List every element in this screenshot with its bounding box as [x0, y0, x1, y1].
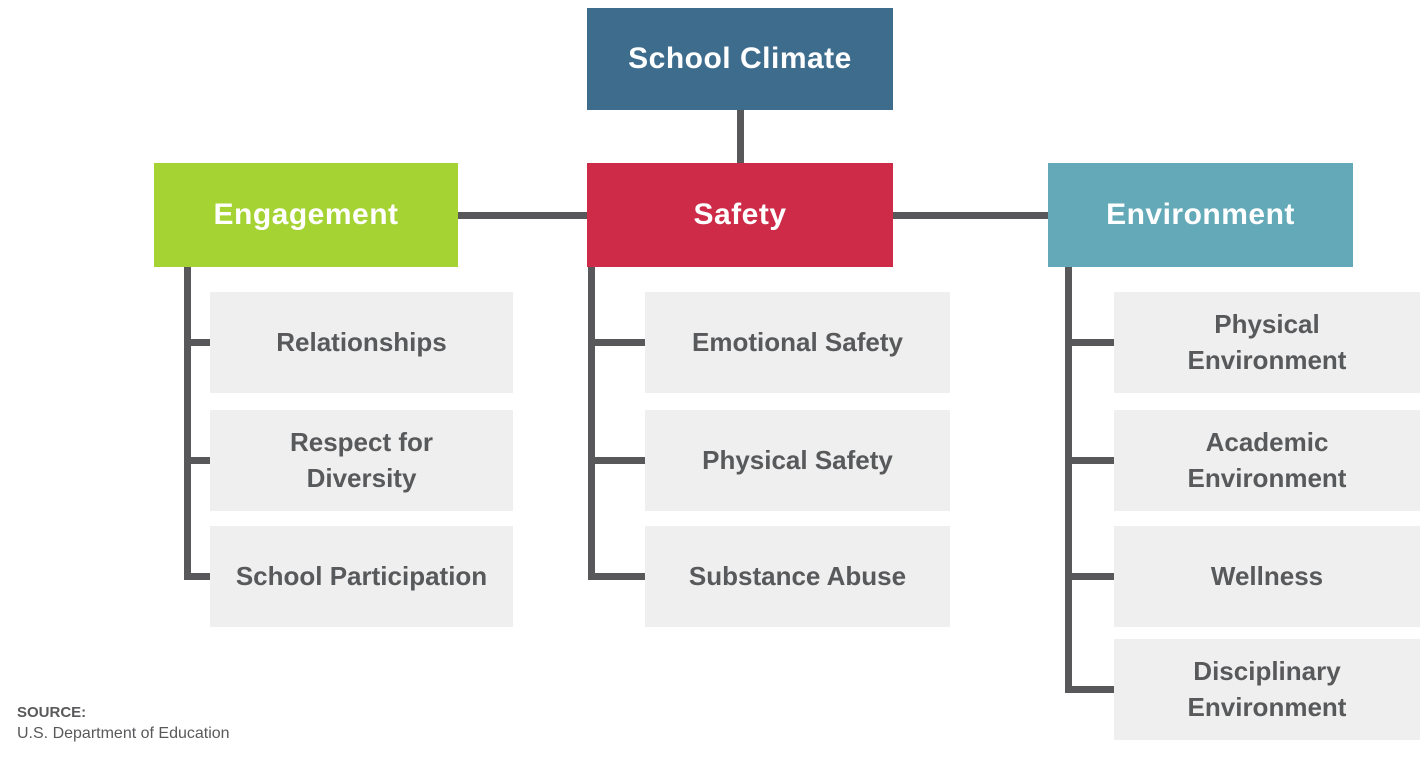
- child-node-label: Respect for Diversity: [289, 427, 434, 493]
- root-node-label: School Climate: [628, 42, 852, 75]
- child-node-label: Wellness: [1210, 560, 1324, 591]
- child-node-label: Relationships: [276, 326, 447, 357]
- branch-header-label: Environment: [1106, 198, 1295, 231]
- connector-root-to-safety: [736, 110, 744, 163]
- child-node-label: Emotional Safety: [692, 326, 903, 357]
- connector-branch-vline-engagement: [184, 266, 191, 580]
- source-label: SOURCE:: [17, 704, 87, 721]
- source-note: SOURCE: U.S. Department of Education: [17, 702, 230, 745]
- child-node-label: Academic Environment: [1187, 427, 1347, 493]
- connector-header-gap-1: [892, 212, 1048, 219]
- connector-branch-vline-safety: [588, 266, 595, 580]
- child-node: School Participation: [210, 526, 513, 627]
- child-node-label: Substance Abuse: [688, 560, 907, 591]
- connector-stub-safety-1: [588, 457, 645, 464]
- root-node-school-climate: School Climate: [587, 8, 893, 110]
- branch-header-environment: Environment: [1048, 163, 1353, 267]
- child-node-label: Physical Safety: [702, 444, 893, 475]
- child-node: Substance Abuse: [645, 526, 950, 627]
- child-node: Physical Safety: [645, 410, 950, 511]
- branch-header-label: Safety: [693, 198, 787, 231]
- source-text: U.S. Department of Education: [17, 725, 230, 742]
- branch-header-engagement: Engagement: [154, 163, 458, 267]
- child-node: Wellness: [1114, 526, 1420, 627]
- child-node: Disciplinary Environment: [1114, 639, 1420, 740]
- child-node: Academic Environment: [1114, 410, 1420, 511]
- child-node-label: Physical Environment: [1187, 309, 1347, 375]
- child-node: Emotional Safety: [645, 292, 950, 393]
- connector-stub-environment-3: [1065, 686, 1114, 693]
- child-node: Respect for Diversity: [210, 410, 513, 511]
- connector-header-gap-0: [458, 212, 587, 219]
- branch-header-label: Engagement: [213, 198, 399, 231]
- child-node: Relationships: [210, 292, 513, 393]
- connector-stub-engagement-2: [184, 573, 210, 580]
- connector-stub-environment-1: [1065, 457, 1114, 464]
- connector-stub-engagement-1: [184, 457, 210, 464]
- connector-stub-environment-2: [1065, 573, 1114, 580]
- connector-stub-environment-0: [1065, 339, 1114, 346]
- child-node: Physical Environment: [1114, 292, 1420, 393]
- connector-stub-safety-2: [588, 573, 645, 580]
- child-node-label: School Participation: [235, 560, 488, 591]
- connector-stub-safety-0: [588, 339, 645, 346]
- branch-header-safety: Safety: [587, 163, 893, 267]
- connector-branch-vline-environment: [1065, 266, 1072, 693]
- child-node-label: Disciplinary Environment: [1187, 656, 1347, 722]
- connector-stub-engagement-0: [184, 339, 210, 346]
